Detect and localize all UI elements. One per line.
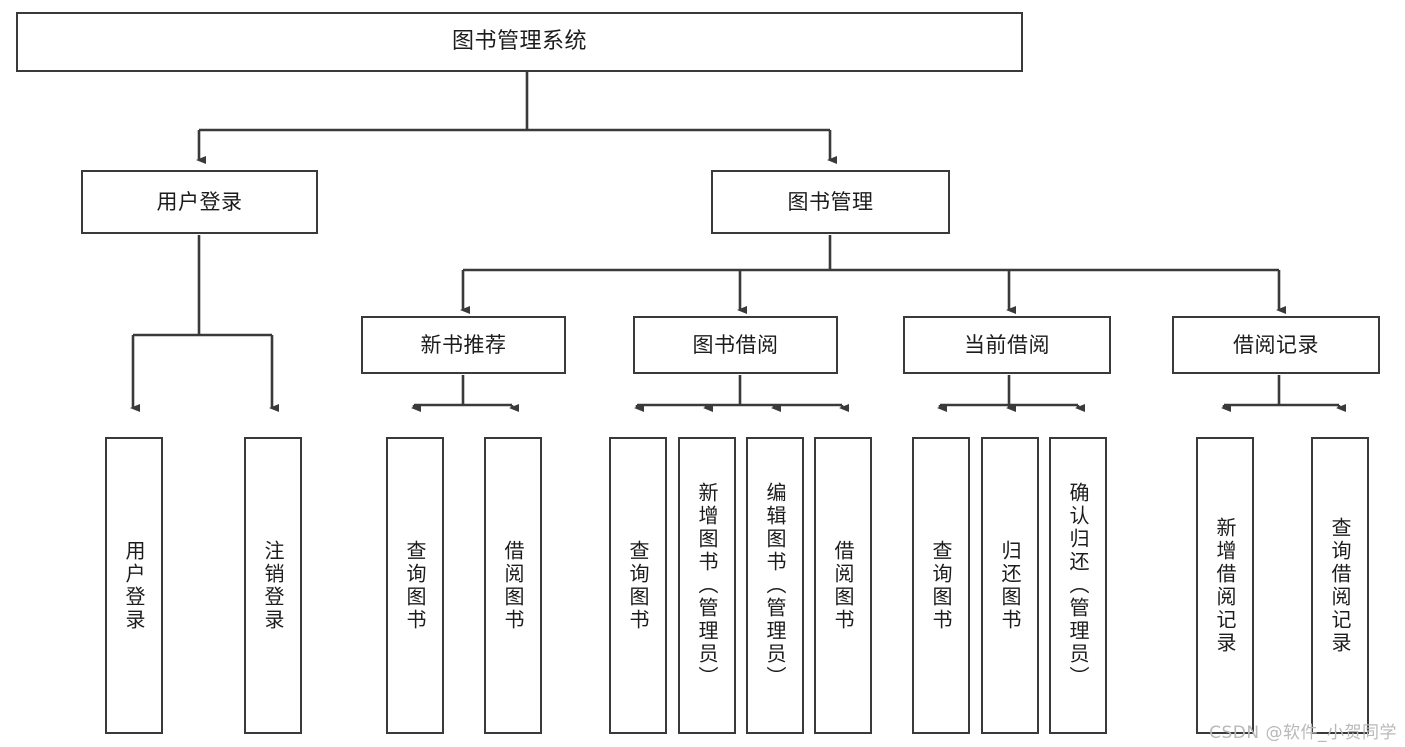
node-root-system[interactable]: 图书管理系统 xyxy=(16,12,1023,72)
node-label: 用户登录 xyxy=(156,189,243,214)
node-label: 当前借阅 xyxy=(964,332,1050,357)
node-label: 确认归还（管理员） xyxy=(1066,482,1090,689)
leaf-new-book-borrow[interactable]: 借阅图书 xyxy=(484,437,542,734)
node-label: 图书管理系统 xyxy=(451,29,587,55)
node-label: 注销登录 xyxy=(261,539,285,632)
node-label: 新书推荐 xyxy=(420,332,507,357)
node-label: 借阅图书 xyxy=(831,539,855,632)
node-label: 编辑图书（管理员） xyxy=(763,482,787,689)
leaf-new-book-query[interactable]: 查询图书 xyxy=(386,437,444,734)
node-label: 查询借阅记录 xyxy=(1328,516,1352,655)
leaf-query-borrow-record[interactable]: 查询借阅记录 xyxy=(1311,437,1369,734)
leaf-user-logout[interactable]: 注销登录 xyxy=(244,437,302,734)
node-label: 图书借阅 xyxy=(692,332,779,357)
leaf-add-borrow-record[interactable]: 新增借阅记录 xyxy=(1196,437,1254,734)
leaf-current-query-book[interactable]: 查询图书 xyxy=(912,437,970,734)
leaf-confirm-return-admin[interactable]: 确认归还（管理员） xyxy=(1049,437,1107,734)
leaf-user-login[interactable]: 用户登录 xyxy=(105,437,163,734)
node-label: 查询图书 xyxy=(626,539,650,632)
node-book-borrow[interactable]: 图书借阅 xyxy=(633,316,838,374)
node-book-management[interactable]: 图书管理 xyxy=(711,170,950,234)
watermark-text: CSDN @软件_小贺同学 xyxy=(1209,723,1397,743)
node-user-login[interactable]: 用户登录 xyxy=(81,170,318,234)
node-label: 用户登录 xyxy=(122,539,146,632)
leaf-add-book-admin[interactable]: 新增图书（管理员） xyxy=(678,437,736,734)
node-label: 图书管理 xyxy=(787,189,874,214)
node-label: 借阅记录 xyxy=(1233,332,1319,357)
node-label: 新增图书（管理员） xyxy=(695,482,719,689)
leaf-borrow-query-book[interactable]: 查询图书 xyxy=(609,437,667,734)
node-label: 归还图书 xyxy=(998,539,1022,632)
node-borrow-record[interactable]: 借阅记录 xyxy=(1172,316,1380,374)
node-current-borrow[interactable]: 当前借阅 xyxy=(903,316,1111,374)
node-new-book-recommend[interactable]: 新书推荐 xyxy=(361,316,566,374)
node-label: 查询图书 xyxy=(403,539,427,632)
node-label: 新增借阅记录 xyxy=(1213,516,1237,655)
leaf-edit-book-admin[interactable]: 编辑图书（管理员） xyxy=(746,437,804,734)
leaf-return-book[interactable]: 归还图书 xyxy=(981,437,1039,734)
node-label: 查询图书 xyxy=(929,539,953,632)
leaf-borrow-book[interactable]: 借阅图书 xyxy=(814,437,872,734)
node-label: 借阅图书 xyxy=(501,539,525,632)
